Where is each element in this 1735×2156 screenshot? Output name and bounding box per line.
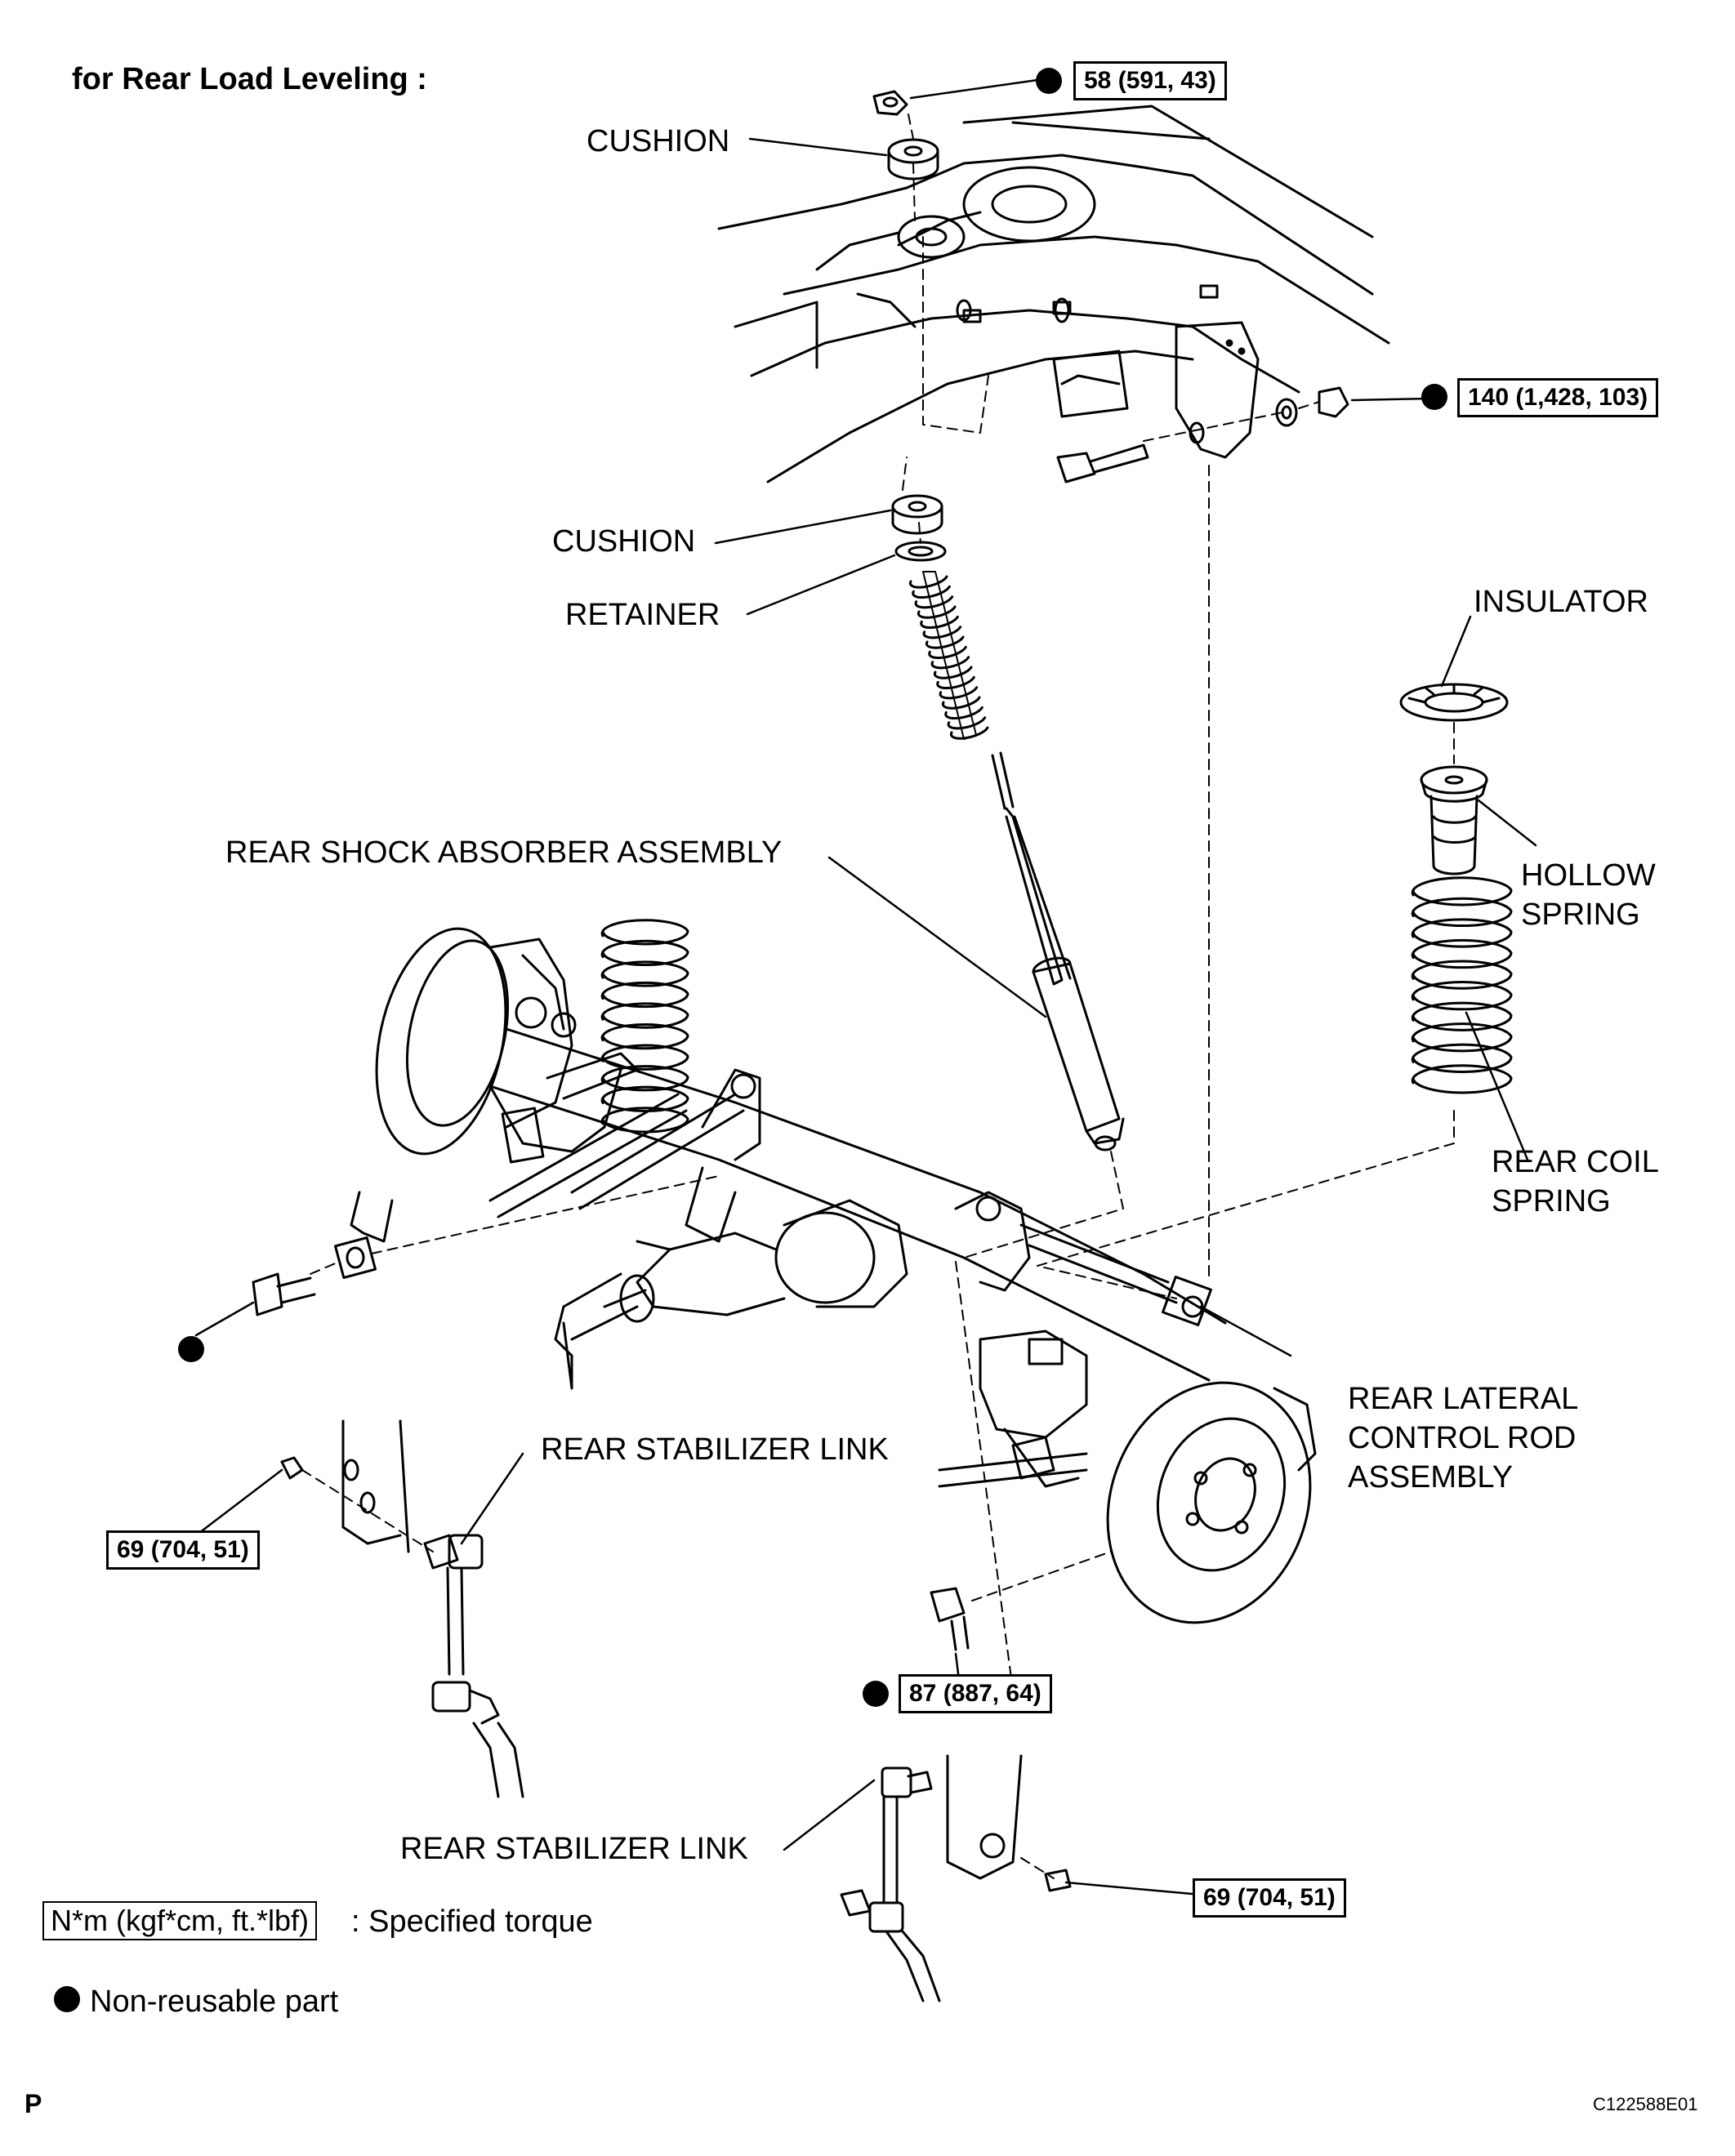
nonreusable-dot-left-bolt: [178, 1336, 204, 1362]
figure-id: C122588E01: [1593, 2094, 1698, 2114]
spring-parts: [1399, 683, 1509, 875]
shock-absorber-stack: [891, 494, 1125, 1152]
shock-bottom-bolt: [930, 1587, 970, 1651]
vehicle-frame: [717, 105, 1390, 483]
footer-code: P: [25, 2089, 42, 2118]
label-retainer: RETAINER: [565, 598, 720, 632]
legend-nonreusable-dot: [54, 1986, 80, 2012]
rear-axle-assembly: [375, 919, 1317, 1624]
torque-stabilizer-left-nut: 69 (704, 51): [106, 1530, 260, 1570]
label-rear-coil-spring-line1: REAR COIL: [1492, 1145, 1659, 1179]
legend-torque-unit: N*m (kgf*cm, ft.*lbf): [42, 1901, 318, 1940]
torque-lateral-rod-frame-nut: 140 (1,428, 103): [1457, 378, 1659, 417]
shock-top-parts: [872, 90, 939, 180]
legend-torque-desc: : Specified torque: [351, 1904, 593, 1939]
label-hollow-spring-line2: SPRING: [1521, 898, 1640, 932]
label-hollow-spring-line1: HOLLOW: [1521, 858, 1656, 893]
right-stabilizer-link: [840, 1754, 1072, 2002]
legend-nonreusable-text: Non-reusable part: [90, 1984, 339, 2019]
rear-coil-spring-right: [1411, 876, 1513, 1094]
label-lateral-rod-line1: REAR LATERAL: [1348, 1382, 1579, 1416]
label-lateral-rod-line3: ASSEMBLY: [1348, 1460, 1514, 1494]
nonreusable-dot-shock-top: [1036, 68, 1062, 94]
nonreusable-dot-shock-bottom: [863, 1681, 889, 1707]
label-rear-coil-spring-line2: SPRING: [1492, 1184, 1611, 1218]
label-cushion-lower: CUSHION: [552, 524, 696, 559]
left-stabilizer-link: [280, 1419, 524, 1798]
label-rear-shock-absorber: REAR SHOCK ABSORBER ASSEMBLY: [225, 835, 783, 870]
leader-lines: [194, 78, 1537, 1896]
label-stabilizer-link-lower: REAR STABILIZER LINK: [400, 1832, 748, 1866]
label-stabilizer-link-upper: REAR STABILIZER LINK: [541, 1432, 889, 1467]
torque-stabilizer-right-nut: 69 (704, 51): [1193, 1878, 1346, 1918]
nonreusable-dot-lateral-frame: [1421, 384, 1447, 410]
label-insulator: INSULATOR: [1474, 585, 1648, 619]
label-cushion-upper: CUSHION: [587, 124, 730, 158]
label-lateral-rod-line2: CONTROL ROD: [1348, 1421, 1577, 1455]
assembly-lines: [301, 114, 1455, 1879]
torque-shock-top-nut: 58 (591, 43): [1073, 61, 1227, 100]
torque-shock-bottom-bolt: 87 (887, 64): [899, 1674, 1052, 1713]
diagram-heading: for Rear Load Leveling :: [72, 62, 427, 96]
